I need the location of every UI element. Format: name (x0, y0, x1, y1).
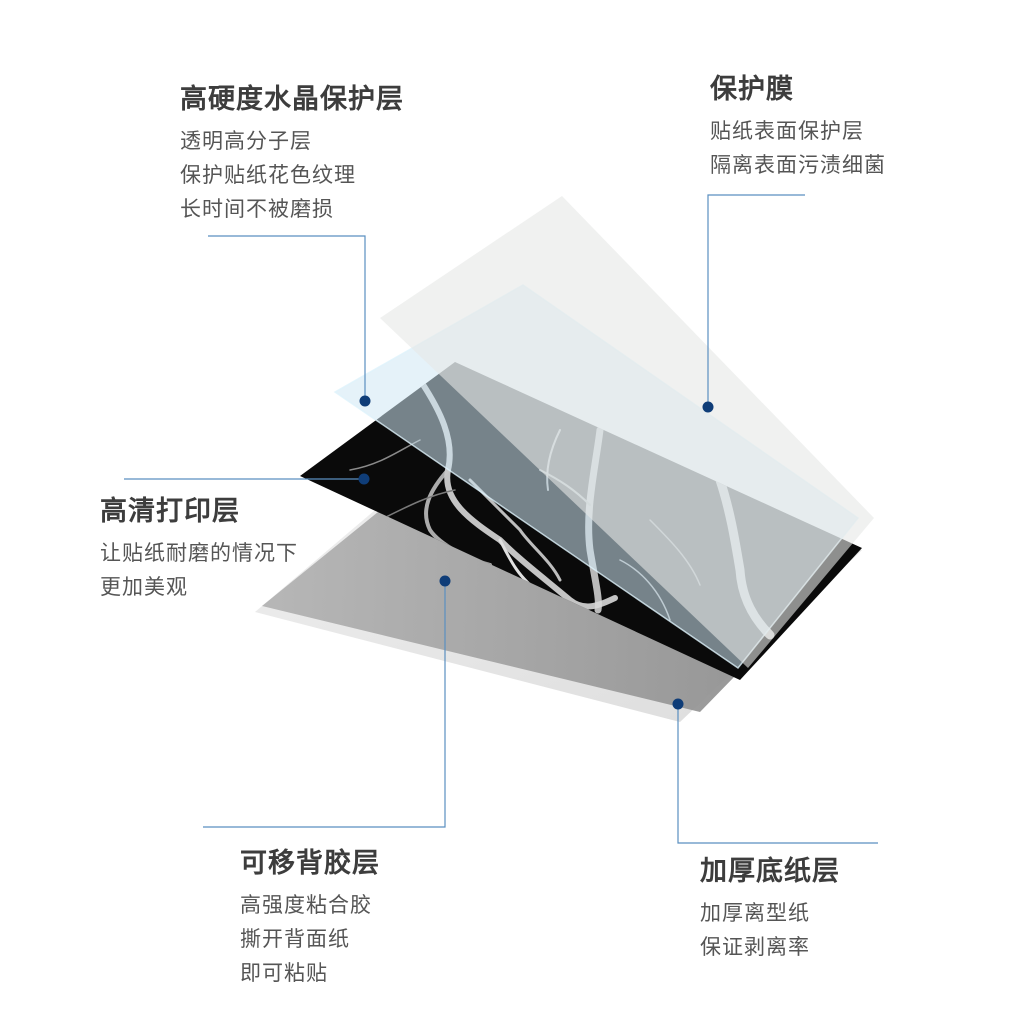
base-title: 加厚底纸层 (700, 856, 840, 887)
adhesive-marker-dot (439, 575, 451, 587)
base-label: 加厚底纸层加厚离型纸保证剥离率 (700, 856, 840, 964)
crystal-description-line: 透明高分子层 (180, 129, 312, 153)
adhesive-description-line: 撕开背面纸 (240, 927, 350, 951)
film-description-line: 隔离表面污渍细菌 (710, 153, 886, 177)
crystal-leader-line (208, 235, 366, 401)
print-label: 高清打印层让贴纸耐磨的情况下更加美观 (100, 496, 298, 604)
protective-film-layer (380, 196, 874, 668)
print-title: 高清打印层 (100, 496, 240, 527)
print-marker-dot (358, 473, 370, 485)
film-title: 保护膜 (710, 74, 794, 105)
base-description-line: 保证剥离率 (700, 935, 810, 959)
crystal-label: 高硬度水晶保护层透明高分子层保护贴纸花色纹理长时间不被磨损 (180, 84, 404, 226)
adhesive-description-line: 即可粘贴 (240, 961, 328, 985)
crystal-description-line: 保护贴纸花色纹理 (180, 163, 356, 187)
film-marker-dot (702, 401, 714, 413)
print-description-line: 让贴纸耐磨的情况下 (100, 541, 298, 565)
adhesive-label: 可移背胶层高强度粘合胶撕开背面纸即可粘贴 (240, 848, 380, 990)
film-label: 保护膜贴纸表面保护层隔离表面污渍细菌 (710, 74, 886, 182)
film-leader-line (707, 194, 805, 407)
adhesive-leader-line (203, 581, 446, 828)
adhesive-title: 可移背胶层 (240, 848, 380, 879)
base-marker-dot (672, 698, 684, 710)
adhesive-description-line: 高强度粘合胶 (240, 893, 372, 917)
film-description-line: 贴纸表面保护层 (710, 119, 864, 143)
crystal-marker-dot (359, 395, 371, 407)
print-description-line: 更加美观 (100, 575, 188, 599)
base-leader-line (677, 704, 878, 844)
crystal-title: 高硬度水晶保护层 (180, 84, 404, 115)
base-description-line: 加厚离型纸 (700, 901, 810, 925)
crystal-description-line: 长时间不被磨损 (180, 197, 334, 221)
